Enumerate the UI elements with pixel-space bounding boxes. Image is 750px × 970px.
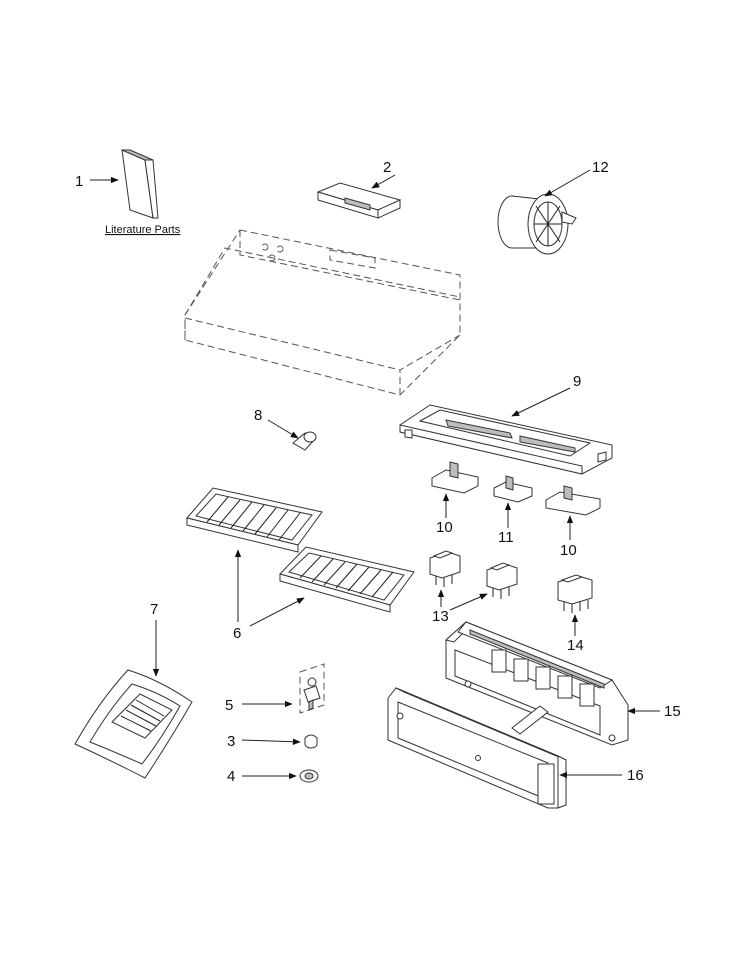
- switch-button-right-part[interactable]: [545, 485, 601, 516]
- light-bulb-part[interactable]: [292, 431, 317, 451]
- callout-11: 11: [498, 529, 514, 546]
- leader-2: [371, 174, 396, 189]
- damper-bracket-part[interactable]: [316, 182, 402, 219]
- rocker-switch-center-part[interactable]: [486, 562, 518, 599]
- leader-8: [267, 419, 299, 439]
- rocker-switch-left-part[interactable]: [429, 550, 461, 587]
- installation-instructions-part[interactable]: [74, 669, 193, 779]
- rocker-switch-right-part[interactable]: [557, 574, 593, 613]
- control-panel-cover-part[interactable]: [387, 687, 567, 809]
- literature-parts-label: Literature Parts: [105, 224, 181, 236]
- leader-6-right: [249, 597, 305, 627]
- switch-button-center-part[interactable]: [493, 475, 533, 503]
- callout-7: 7: [150, 601, 158, 618]
- callout-2: 2: [383, 159, 391, 176]
- leader-3: [241, 738, 301, 745]
- control-housing-part[interactable]: [399, 404, 613, 475]
- grease-filter-upper-part[interactable]: [186, 487, 323, 553]
- range-hood-outline: [184, 229, 461, 396]
- blower-motor-part[interactable]: [497, 193, 577, 255]
- knob-part[interactable]: [304, 734, 318, 749]
- callout-8: 8: [254, 407, 262, 424]
- literature-book-part[interactable]: [121, 149, 159, 219]
- callout-13: 13: [432, 608, 449, 625]
- grease-filter-lower-part[interactable]: [279, 546, 415, 613]
- switch-button-left-part[interactable]: [431, 461, 479, 494]
- callout-1: 1: [75, 173, 83, 190]
- leader-9: [511, 387, 571, 417]
- washer-part[interactable]: [299, 769, 319, 783]
- callout-3: 3: [227, 733, 235, 750]
- callout-4: 4: [227, 768, 235, 785]
- control-panel-bracket-part[interactable]: [444, 620, 629, 746]
- leader-13-right: [449, 593, 488, 611]
- callout-5: 5: [225, 697, 233, 714]
- callout-12: 12: [592, 159, 609, 176]
- callout-9: 9: [573, 373, 581, 390]
- callout-6: 6: [233, 625, 241, 642]
- callout-10-right: 10: [560, 542, 577, 559]
- callout-14: 14: [567, 637, 584, 654]
- light-socket-part[interactable]: [299, 663, 325, 714]
- callout-16: 16: [627, 767, 644, 784]
- callout-10-left: 10: [436, 519, 453, 536]
- leader-12: [544, 169, 591, 197]
- callout-15: 15: [664, 703, 681, 720]
